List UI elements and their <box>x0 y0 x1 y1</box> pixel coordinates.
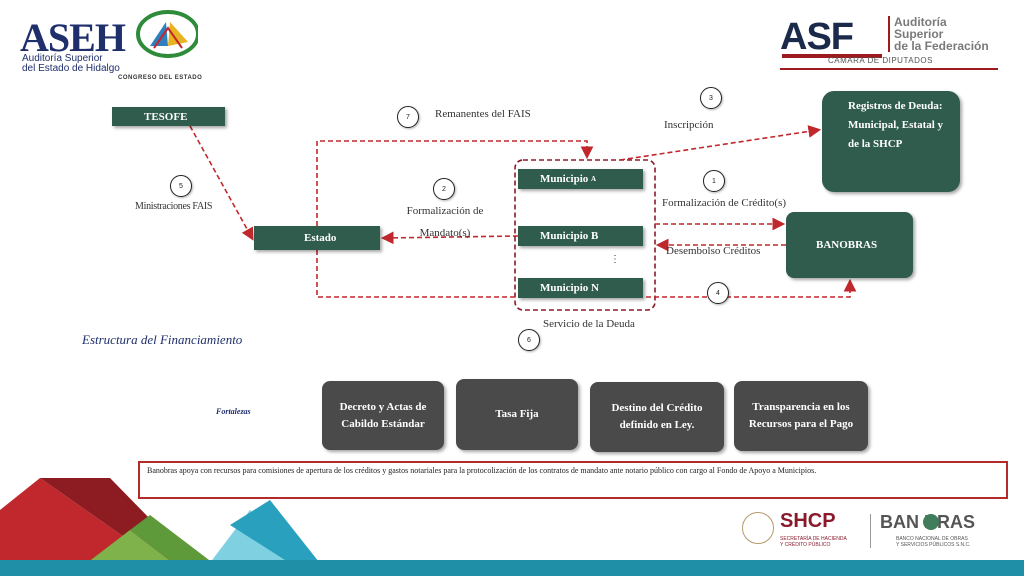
asf-logo: ASF Auditoría Superior de la Federación … <box>780 14 1005 74</box>
asf-logo-text: ASF <box>780 16 854 58</box>
node-tesofe: TESOFE <box>112 107 225 126</box>
shcp-logo: SHCP SECRETARÍA DE HACIENDA Y CRÉDITO PÚ… <box>742 510 862 550</box>
fortalezas-label: Fortalezas <box>216 407 251 416</box>
seal-icon <box>742 512 774 544</box>
step-circle-2: 2 <box>433 178 455 200</box>
step-circle-6: 6 <box>518 329 540 351</box>
footer-divider <box>870 514 871 548</box>
banobras-logo: BAN BRAS BANCO NACIONAL DE OBRAS Y SERVI… <box>880 512 976 548</box>
aseh-logo: ASEH Auditoría Superior del Estado de Hi… <box>18 6 208 82</box>
step-circle-1: 1 <box>703 170 725 192</box>
fortaleza-transparencia: Transparencia en los Recursos para el Pa… <box>734 381 868 451</box>
congreso-label: CONGRESO DEL ESTADO <box>118 75 203 81</box>
camara-label: CÁMARA DE DIPUTADOS <box>828 56 933 65</box>
footer-decoration <box>0 478 330 576</box>
node-municipio-a: Municipio A <box>518 169 643 189</box>
aseh-logo-text: ASEH <box>20 15 126 60</box>
estructura-title: Estructura del Financiamiento <box>82 332 243 347</box>
ellipsis-label: ⋮ <box>610 254 620 265</box>
label-remanentes: Remanentes del FAIS <box>435 108 531 120</box>
banobras-emblem-icon <box>923 514 939 530</box>
node-municipio-b: Municipio B <box>518 226 643 246</box>
label-formalizacion-credito: Formalización de Crédito(s) <box>662 197 787 209</box>
fortaleza-destino: Destino del Crédito definido en Ley. <box>590 382 724 452</box>
step-circle-5: 5 <box>170 175 192 197</box>
label-ministraciones: Ministraciones FAIS <box>135 201 213 212</box>
step-circle-4: 4 <box>707 282 729 304</box>
aseh-subtitle: Auditoría Superior del Estado de Hidalgo <box>22 53 120 74</box>
node-banobras: BANOBRAS <box>786 212 913 278</box>
fortaleza-tasa-fija: Tasa Fija <box>456 379 578 450</box>
node-registros: Registros de Deuda: Municipal, Estatal y… <box>822 91 960 192</box>
node-municipio-n: Municipio N <box>518 278 643 298</box>
node-estado: Estado <box>254 226 380 250</box>
label-desembolso: Desembolso Créditos <box>666 245 761 257</box>
fortaleza-decreto: Decreto y Actas de Cabildo Estándar <box>322 381 444 450</box>
asf-name: Auditoría Superior de la Federación <box>888 16 989 52</box>
footer-bar <box>0 560 1024 576</box>
label-formalizacion-mandato: Formalización de Mandato(s) <box>406 205 484 239</box>
note-box: Banobras apoya con recursos para comisio… <box>138 461 1008 499</box>
label-inscripcion: Inscripción <box>664 119 714 131</box>
label-servicio: Servicio de la Deuda <box>543 318 635 330</box>
book-emblem-icon <box>136 10 198 58</box>
step-circle-7: 7 <box>397 106 419 128</box>
step-circle-3: 3 <box>700 87 722 109</box>
